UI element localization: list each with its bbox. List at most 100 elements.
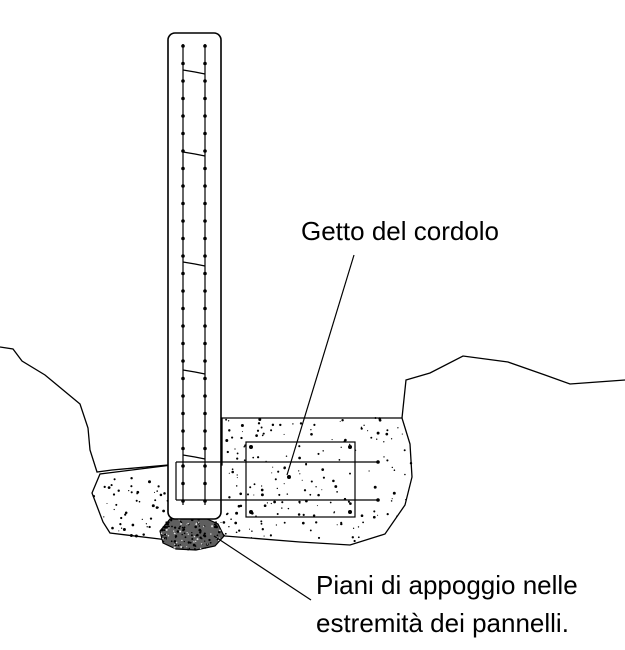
aggregate-speck bbox=[283, 521, 286, 524]
rebar-dot bbox=[203, 446, 207, 451]
aggregate-speck bbox=[360, 514, 364, 518]
aggregate-speck bbox=[262, 432, 265, 435]
ground-profile-right bbox=[401, 355, 625, 419]
aggregate-speck bbox=[163, 492, 166, 495]
rebar-dot bbox=[203, 44, 207, 48]
aggregate-speck bbox=[120, 516, 123, 520]
aggregate-speck bbox=[397, 427, 399, 429]
aggregate-speck bbox=[165, 536, 167, 539]
aggregate-speck bbox=[391, 498, 393, 500]
aggregate-speck bbox=[353, 539, 356, 543]
aggregate-speck bbox=[193, 541, 195, 543]
aggregate-speck bbox=[165, 538, 167, 540]
aggregate-speck bbox=[240, 424, 244, 427]
aggregate-speck bbox=[310, 480, 313, 483]
aggregate-speck bbox=[112, 493, 116, 496]
aggregate-speck bbox=[292, 423, 294, 425]
aggregate-speck bbox=[180, 545, 183, 549]
aggregate-speck bbox=[162, 526, 165, 529]
aggregate-speck bbox=[159, 493, 163, 497]
aggregate-speck bbox=[220, 521, 222, 524]
aggregate-speck bbox=[187, 533, 190, 535]
rebar-dot bbox=[203, 96, 207, 101]
aggregate-speck bbox=[257, 422, 261, 425]
aggregate-speck bbox=[183, 532, 186, 535]
rebar-dot bbox=[181, 306, 185, 311]
label-piani-line-2: estremità dei pannelli. bbox=[316, 608, 569, 638]
aggregate-speck bbox=[348, 443, 351, 446]
aggregate-speck bbox=[171, 525, 173, 528]
aggregate-speck bbox=[339, 420, 341, 422]
aggregate-speck bbox=[176, 530, 180, 533]
rebar-dot bbox=[203, 184, 207, 188]
aggregate-speck bbox=[110, 484, 113, 487]
bearing-pad-gravel bbox=[160, 517, 221, 551]
aggregate-speck bbox=[130, 485, 133, 488]
label-getto-del-cordolo: Getto del cordolo bbox=[301, 216, 499, 246]
aggregate-speck bbox=[312, 514, 316, 517]
aggregate-speck bbox=[199, 536, 202, 539]
aggregate-speck bbox=[199, 547, 202, 550]
rebar-dot bbox=[203, 289, 207, 293]
aggregate-speck bbox=[138, 500, 141, 503]
aggregate-speck bbox=[235, 485, 238, 487]
rebar-dot bbox=[181, 271, 185, 276]
aggregate-speck bbox=[240, 436, 243, 440]
aggregate-speck bbox=[226, 450, 229, 454]
aggregate-speck bbox=[198, 528, 202, 532]
aggregate-speck bbox=[164, 523, 167, 526]
aggregate-speck bbox=[193, 548, 196, 550]
aggregate-speck bbox=[179, 530, 182, 533]
aggregate-speck bbox=[160, 528, 164, 532]
aggregate-speck bbox=[231, 468, 234, 471]
aggregate-speck bbox=[186, 532, 188, 534]
rebar-dot bbox=[203, 306, 207, 311]
aggregate-speck bbox=[351, 536, 354, 539]
aggregate-speck bbox=[194, 525, 197, 529]
aggregate-speck bbox=[168, 527, 170, 529]
aggregate-speck bbox=[277, 470, 280, 473]
rebar-dot bbox=[203, 114, 207, 118]
curb-concrete bbox=[91, 417, 413, 546]
aggregate-speck bbox=[347, 500, 350, 503]
aggregate-speck bbox=[162, 509, 165, 513]
aggregate-speck bbox=[409, 462, 413, 465]
aggregate-speck bbox=[238, 529, 241, 532]
rebar-dot bbox=[181, 131, 185, 136]
aggregate-speck bbox=[237, 504, 241, 508]
rebar-dot bbox=[181, 61, 185, 66]
rebar-dot bbox=[181, 96, 185, 101]
aggregate-speck bbox=[180, 521, 183, 524]
aggregate-speck bbox=[184, 536, 187, 539]
aggregate-speck bbox=[249, 486, 252, 489]
aggregate-speck bbox=[208, 538, 211, 542]
aggregate-speck bbox=[228, 525, 230, 528]
aggregate-speck bbox=[124, 511, 128, 515]
aggregate-speck bbox=[129, 534, 133, 537]
aggregate-speck bbox=[276, 513, 279, 515]
aggregate-speck bbox=[333, 511, 336, 513]
rebar-dot bbox=[181, 324, 185, 328]
rebar-dot bbox=[181, 236, 185, 241]
aggregate-speck bbox=[173, 540, 177, 543]
aggregate-speck bbox=[179, 544, 181, 546]
aggregate-speck bbox=[151, 504, 155, 508]
aggregate-speck bbox=[390, 500, 393, 502]
aggregate-speck bbox=[322, 476, 325, 479]
aggregate-speck bbox=[119, 523, 122, 526]
aggregate-speck bbox=[187, 541, 191, 544]
aggregate-speck bbox=[216, 538, 218, 541]
aggregate-speck bbox=[336, 491, 338, 493]
aggregate-speck bbox=[357, 536, 360, 539]
aggregate-speck bbox=[363, 424, 365, 426]
aggregate-speck bbox=[349, 472, 351, 475]
aggregate-speck bbox=[115, 503, 118, 506]
aggregate-speck bbox=[253, 483, 256, 486]
aggregate-speck bbox=[315, 521, 318, 524]
aggregate-speck bbox=[269, 534, 272, 537]
aggregate-speck bbox=[393, 469, 396, 471]
aggregate-speck bbox=[173, 532, 176, 535]
rebar-dot bbox=[203, 79, 207, 83]
aggregate-speck bbox=[367, 430, 369, 432]
aggregate-speck bbox=[170, 540, 173, 543]
